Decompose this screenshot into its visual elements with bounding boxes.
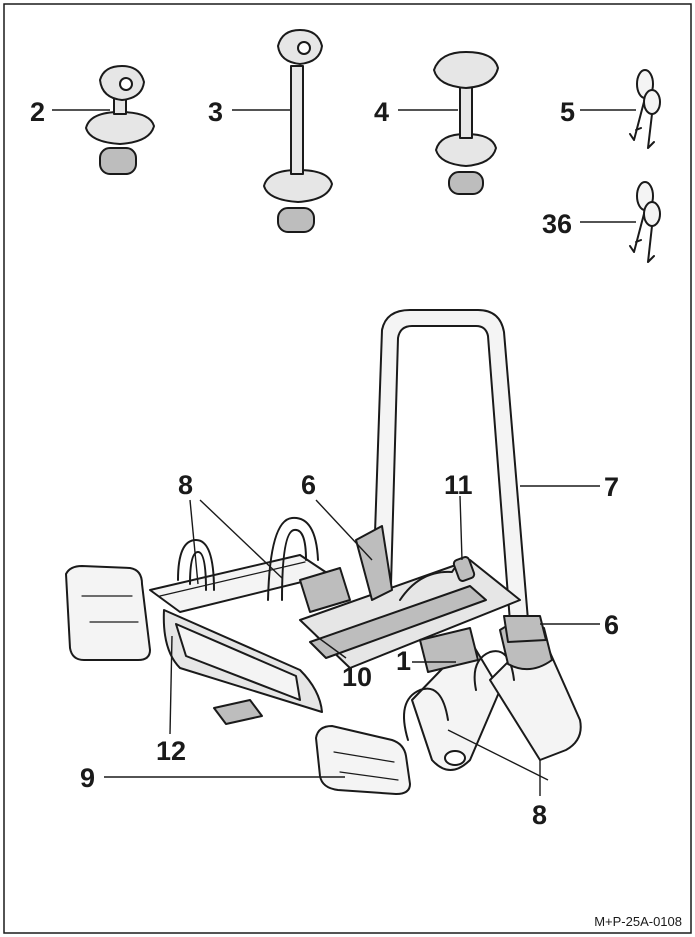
part-3-long-frame-holder bbox=[263, 29, 333, 233]
leader-lines bbox=[52, 109, 636, 796]
callout-8-lower: 8 bbox=[532, 800, 547, 830]
figure-border bbox=[3, 3, 692, 934]
callout-12: 12 bbox=[156, 736, 186, 766]
tail-light-right bbox=[315, 725, 411, 795]
frame-holder-6-lower bbox=[503, 615, 547, 643]
wheel-tray-front-left bbox=[411, 639, 501, 771]
tail-light-left bbox=[65, 565, 151, 661]
callout-11: 11 bbox=[444, 470, 473, 500]
figure-reference-code: M+P-25A-0108 bbox=[594, 914, 682, 929]
bike-carrier-assembly bbox=[65, 309, 582, 795]
callout-10: 10 bbox=[342, 662, 372, 692]
callout-6-lower: 6 bbox=[604, 610, 619, 640]
callout-6-upper: 6 bbox=[301, 470, 316, 500]
part-4-frame-holder bbox=[433, 51, 499, 195]
callout-labels: 2 3 4 5 36 8 6 11 7 6 10 1 12 9 8 bbox=[30, 97, 619, 830]
callout-1: 1 bbox=[396, 646, 411, 676]
callout-3: 3 bbox=[208, 97, 223, 127]
power-cable bbox=[399, 559, 461, 601]
callout-9: 9 bbox=[80, 763, 95, 793]
callout-4: 4 bbox=[374, 97, 389, 127]
callout-2: 2 bbox=[30, 97, 45, 127]
power-plug bbox=[452, 556, 476, 582]
frame-holder-6-upper bbox=[355, 525, 393, 601]
part-36-keys bbox=[629, 181, 661, 263]
callout-8-upper: 8 bbox=[178, 470, 193, 500]
part-2-short-frame-holder bbox=[85, 65, 155, 175]
callout-7: 7 bbox=[604, 472, 619, 502]
callout-36: 36 bbox=[542, 209, 572, 239]
part-5-keys bbox=[629, 69, 661, 149]
callout-5: 5 bbox=[560, 97, 575, 127]
